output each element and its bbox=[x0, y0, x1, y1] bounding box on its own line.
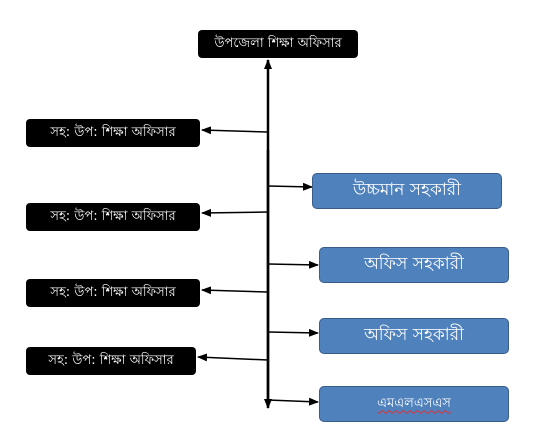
left-node-label: সহ: উপ: শিক্ষা অফিসার bbox=[50, 124, 176, 140]
arrow-to-right-node-4 bbox=[267, 397, 319, 406]
arrow-to-right-node-2 bbox=[267, 260, 319, 269]
left-node-2: সহ: উপ: শিক্ষা অফিসার bbox=[26, 203, 200, 231]
left-node-label: সহ: উপ: শিক্ষা অফিসার bbox=[50, 284, 176, 300]
right-node-2: অফিস সহকারী bbox=[319, 247, 509, 283]
root-node-label: উপজেলা শিক্ষা অফিসার bbox=[214, 35, 342, 51]
arrow-to-right-node-1 bbox=[267, 182, 313, 191]
left-node-label: সহ: উপ: শিক্ষা অফিসার bbox=[50, 208, 176, 224]
arrow-to-left-node-3 bbox=[201, 286, 269, 295]
arrow-to-left-node-1 bbox=[201, 126, 269, 135]
right-node-label: অফিস সহকারী bbox=[364, 325, 464, 345]
arrow-to-left-node-4 bbox=[197, 353, 269, 362]
root-node: উপজেলা শিক্ষা অফিসার bbox=[198, 30, 358, 58]
right-node-4: এমএলএসএস bbox=[319, 386, 509, 422]
left-node-1: সহ: উপ: শিক্ষা অফিসার bbox=[26, 119, 200, 147]
left-node-3: সহ: উপ: শিক্ষা অফিসার bbox=[26, 279, 200, 307]
right-node-label: এমএলএসএস bbox=[377, 395, 451, 411]
left-node-4: সহ: উপ: শিক্ষা অফিসার bbox=[26, 347, 196, 375]
arrow-to-right-node-3 bbox=[267, 328, 319, 337]
right-node-1: উচ্চমান সহকারী bbox=[312, 173, 502, 209]
right-node-label: উচ্চমান সহকারী bbox=[352, 180, 461, 200]
arrow-to-left-node-2 bbox=[201, 208, 269, 217]
right-node-label: অফিস সহকারী bbox=[364, 254, 464, 274]
left-node-label: সহ: উপ: শিক্ষা অফিসার bbox=[48, 352, 174, 368]
right-node-3: অফিস সহকারী bbox=[319, 318, 509, 354]
